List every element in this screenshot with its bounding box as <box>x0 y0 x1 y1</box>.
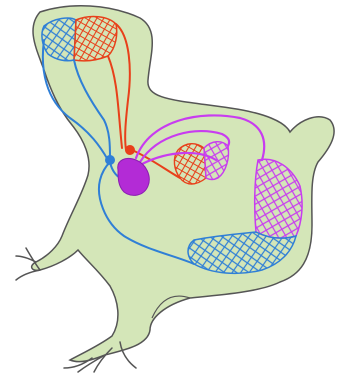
front-foot-toes <box>16 248 40 280</box>
left-atrium <box>125 145 135 155</box>
right-atrium <box>105 155 115 165</box>
head-capillary-red <box>74 17 117 61</box>
